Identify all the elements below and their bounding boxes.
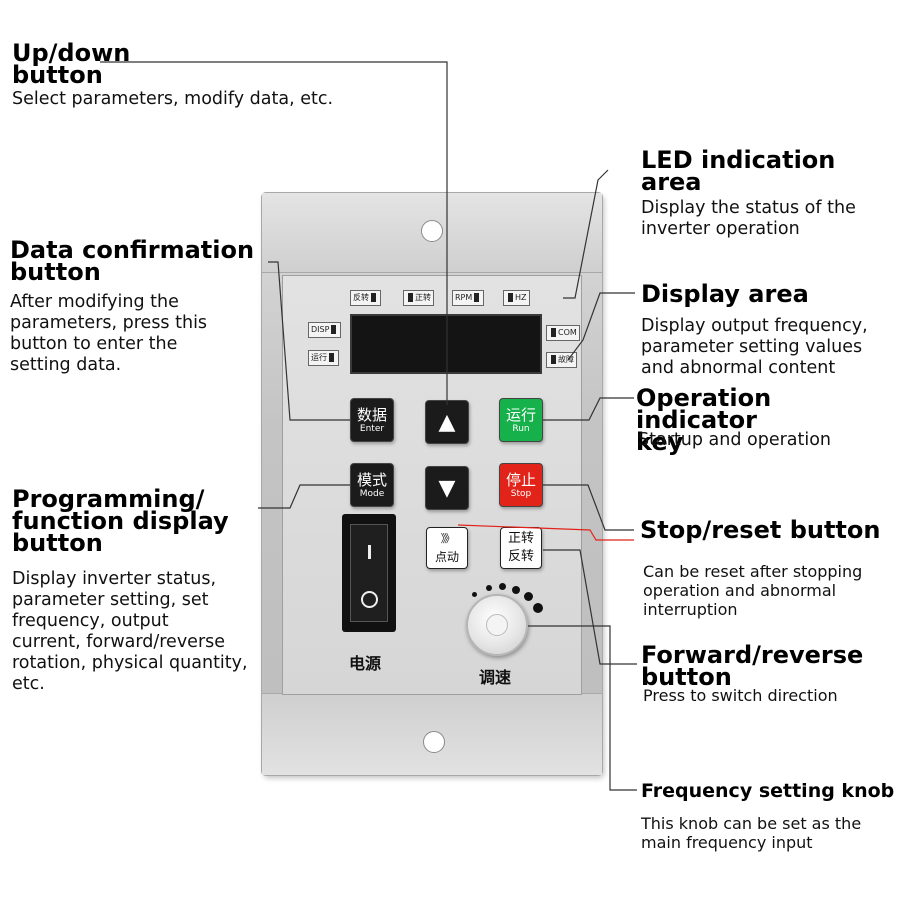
led-rpm-indicator: RPM	[452, 290, 485, 306]
display-area-desc: Display output frequency, parameter sett…	[641, 316, 868, 378]
led-reverse-label: 反转	[353, 293, 369, 302]
freq-knob-title: Frequency setting knob	[641, 780, 895, 802]
programming-desc: Display inverter status, parameter setti…	[12, 569, 248, 694]
led-hz-indicator: HZ	[503, 290, 530, 306]
power-off-icon	[361, 591, 378, 608]
mode-key[interactable]: 模式 Mode	[350, 463, 394, 507]
led-icon	[508, 293, 513, 302]
mode-key-en: Mode	[359, 488, 385, 499]
mode-key-cn: 模式	[356, 470, 387, 489]
scale-dot	[524, 592, 533, 601]
operation-desc: Startup and operation	[638, 430, 832, 450]
led-icon	[371, 293, 376, 302]
stop-key-cn: 停止	[505, 470, 536, 489]
led-com-label: COM	[558, 328, 577, 337]
run-key[interactable]: 运行 Run	[499, 398, 543, 442]
power-rocker[interactable]	[350, 524, 388, 622]
led-area-title: LED indication area	[641, 146, 836, 196]
power-on-icon	[368, 545, 371, 559]
led-fault-indicator: 故障	[546, 352, 577, 368]
led-rpm-label: RPM	[455, 293, 473, 302]
scale-dot	[533, 603, 543, 613]
forward-reverse-key[interactable]: 正转 反转	[500, 527, 542, 569]
stop-key[interactable]: 停止 Stop	[499, 463, 543, 507]
led-fault-label: 故障	[558, 355, 574, 364]
led-icon	[551, 328, 556, 337]
enter-key-en: Enter	[359, 423, 385, 434]
led-icon	[331, 325, 337, 334]
data-confirm-title: Data confirmation button	[10, 236, 255, 286]
fwd-rev-title: Forward/reverse button	[641, 641, 864, 691]
led-reverse-indicator: 反转	[350, 290, 381, 306]
scale-dot	[486, 585, 492, 591]
led-disp-indicator: DISP	[308, 322, 342, 338]
led-forward-label: 正转	[415, 293, 431, 302]
led-icon	[329, 353, 334, 362]
fwd-rev-desc: Press to switch direction	[643, 686, 838, 705]
arrow-up-icon: ▲	[438, 409, 456, 435]
stop-reset-title: Stop/reset button	[640, 516, 881, 544]
frequency-knob[interactable]	[466, 594, 528, 656]
knob-cap	[486, 614, 508, 636]
enter-key-cn: 数据	[356, 405, 387, 424]
jog-glyph-icon: 》》	[440, 532, 455, 545]
led-disp-label: DISP	[311, 325, 330, 334]
run-key-en: Run	[512, 423, 530, 434]
freq-knob-desc: This knob can be set as the main frequen…	[641, 814, 862, 852]
run-key-cn: 运行	[505, 405, 536, 424]
jog-key-cn: 点动	[434, 550, 459, 564]
top-mount-hole	[421, 220, 443, 242]
led-area-desc: Display the status of the inverter opera…	[641, 198, 856, 239]
led-running-label: 运行	[311, 353, 327, 362]
display-area-title: Display area	[641, 280, 809, 308]
stop-key-en: Stop	[510, 488, 532, 499]
scale-dot	[512, 586, 520, 594]
led-icon	[408, 293, 413, 302]
jog-key[interactable]: 》》 点动	[426, 527, 468, 569]
forward-label: 正转	[507, 531, 534, 546]
updown-title: Up/down button	[12, 39, 131, 89]
up-button[interactable]: ▲	[425, 400, 469, 444]
scale-dot	[472, 592, 477, 597]
led-icon	[551, 355, 556, 364]
stop-reset-desc: Can be reset after stopping operation an…	[643, 562, 863, 619]
power-label: 电源	[349, 654, 382, 673]
operation-title: Operation indicator key	[636, 384, 772, 456]
enter-key[interactable]: 数据 Enter	[350, 398, 394, 442]
reverse-label: 反转	[507, 549, 534, 564]
led-com-indicator: COM	[546, 325, 580, 341]
led-forward-indicator: 正转	[403, 290, 434, 306]
speed-label: 调速	[479, 668, 512, 687]
scale-dot	[499, 583, 506, 590]
programming-title: Programming/ function display button	[12, 485, 229, 557]
down-button[interactable]: ▼	[425, 466, 469, 510]
arrow-down-icon: ▼	[438, 475, 456, 501]
bottom-mount-hole	[423, 731, 445, 753]
updown-desc: Select parameters, modify data, etc.	[12, 89, 334, 109]
led-hz-label: HZ	[515, 293, 527, 302]
data-confirm-desc: After modifying the parameters, press th…	[10, 292, 208, 375]
seven-segment-display	[350, 314, 542, 374]
led-icon	[474, 293, 480, 302]
led-running-indicator: 运行	[308, 350, 339, 366]
